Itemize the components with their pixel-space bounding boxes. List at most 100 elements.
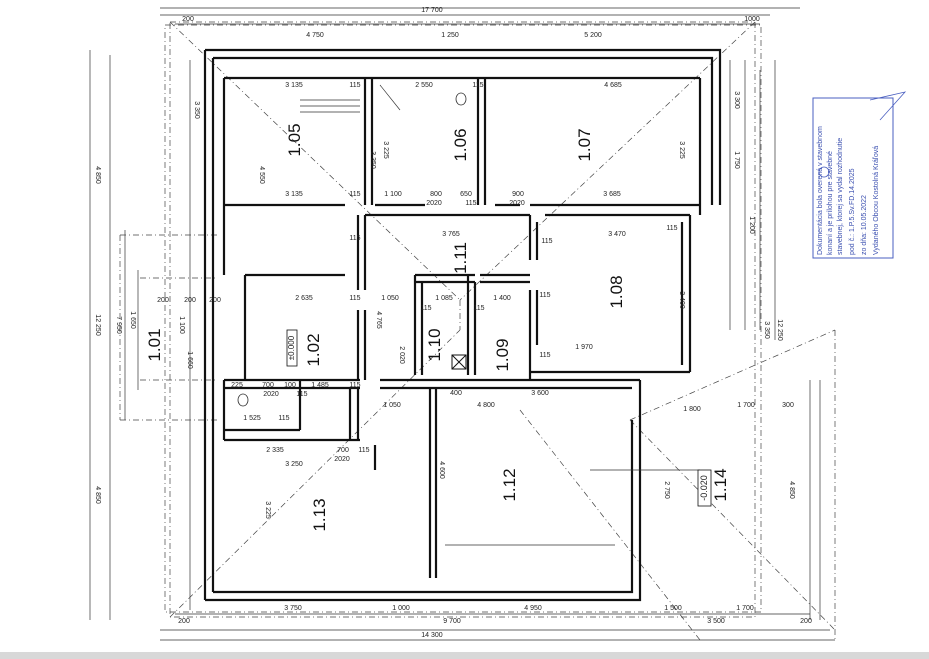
level-markers: ±0.000 -0.020 [286,329,712,507]
dimension-label: 4 765 [375,311,382,329]
dimension-label: 7 950 [115,316,122,334]
dimension-label: 115 [666,225,677,232]
walls [203,48,722,602]
dimension-label: 1 085 [435,295,453,302]
dimension-label: 200 [157,297,169,304]
dimension-label: 14 300 [421,632,443,639]
dimension-label: 4 550 [258,166,265,184]
scan-bottom-strip [0,652,929,659]
dimension-label: 115 [420,305,431,312]
dimension-label: 3 350 [763,321,770,339]
dimension-label: 3 135 [285,82,303,89]
dimension-label: 300 [782,402,794,409]
stamp-line-3: stavebnej, ktorej sa vydal rozhodnutie [837,138,844,255]
dimension-label: 4 685 [604,82,622,89]
dimension-label: 3 470 [608,231,626,238]
level-102: ±0.000 [287,335,296,360]
dimension-label: 650 [460,191,472,198]
stamp-line-2: konaní a je prílohou pre stavebné [827,151,834,255]
room-labels: 1.05 1.06 1.07 1.11 1.08 1.01 1.02 1.10 … [145,123,730,531]
dimension-label: 4 850 [788,481,795,499]
dimension-label: 1 800 [683,406,701,413]
dimension-label: 1 500 [664,605,682,612]
dimension-label: 3 225 [264,501,271,519]
dimension-label: 115 [296,391,307,398]
dimension-label: 700 [337,447,349,454]
dimension-label: 115 [465,200,476,207]
level-114: -0.020 [699,475,709,501]
stamp-line-6: Vydaného Obcou Kostolná Kráľová [873,146,880,255]
dimension-label: 1 700 [736,605,754,612]
dimension-label: 200 [182,16,194,23]
dimension-label: 1 485 [311,382,329,389]
room-label-110: 1.10 [425,328,444,361]
dimension-label: 1 050 [383,402,401,409]
dimensions-horizontal: 17 700 200 1000 4 750 1 250 5 200 3 135 … [157,7,812,639]
dimension-label: 17 700 [421,7,443,14]
dimension-label: 3 225 [678,141,685,159]
dimension-label: 3 750 [284,605,302,612]
dimension-label: 1 660 [186,351,193,369]
room-label-106: 1.06 [451,128,470,161]
stamp-line-4: pod č.: 1.P.5.Sv.FD.14.2025 [849,168,856,255]
dimension-label: 2 550 [415,82,433,89]
dimension-label: 4 950 [524,605,542,612]
dimension-label: 1 525 [243,415,261,422]
dimension-label: 900 [512,191,524,198]
dimension-label: 1 050 [381,295,399,302]
dimension-label: 115 [349,382,360,389]
dimension-label: 115 [473,305,484,312]
dimension-label: 3 400 [678,291,685,309]
dimension-label: 3 250 [285,461,303,468]
dimension-label: 4 750 [306,32,324,39]
dimension-label: 1000 [744,16,760,23]
room-label-109: 1.09 [493,338,512,371]
room-label-114: 1.14 [711,468,730,501]
room-label-112: 1.12 [500,468,519,501]
dimension-label: 800 [430,191,442,198]
room-label-105: 1.05 [285,123,304,156]
dimension-label: 200 [800,618,812,625]
dimension-label: 9 700 [443,618,461,625]
dimension-label: 12 250 [94,314,101,336]
dimension-label: 1 750 [733,151,740,169]
approval-stamp: Dokumentácia bola overená v stavebnom ko… [812,91,907,259]
room-label-107: 1.07 [575,128,594,161]
dimension-label: 1 200 [748,216,755,234]
dimension-label: 200 [178,618,190,625]
dimension-label: 1 100 [384,191,402,198]
room-label-111: 1.11 [451,242,470,274]
dimension-label: 2 020 [398,346,405,364]
dimension-label: 1 970 [575,344,593,351]
dimension-label: 4 600 [438,461,445,479]
dimension-label: 3 600 [531,390,549,397]
dimension-label: 2 750 [663,481,670,499]
dimension-label: 1 100 [178,316,185,334]
dimension-label: 200 [184,297,196,304]
dimension-label: 115 [541,238,552,245]
dimension-label: 100 [284,382,296,389]
roof-outline [119,21,836,641]
dimension-label: 115 [539,352,550,359]
dimension-label: 115 [472,82,483,89]
dimension-label: 1 400 [493,295,511,302]
dimension-label: 225 [231,382,243,389]
dimension-label: 115 [358,447,369,454]
dimension-label: 3 225 [382,141,389,159]
dimension-label: 200 [209,297,221,304]
dimension-label: 1 250 [441,32,459,39]
dimension-label: 4 850 [94,486,101,504]
dimension-label: 115 [278,415,289,422]
dimension-label: 4 850 [94,166,101,184]
stamp-line-5: zo dňa: 10.05.2022 [861,195,868,255]
dimension-label: 4 800 [477,402,495,409]
dimension-label: 1 000 [392,605,410,612]
dimension-label: 3 350 [369,151,376,169]
interior-details [237,84,700,546]
dimension-label: 115 [349,295,360,302]
dimension-label: 1 700 [737,402,755,409]
frame-lines [89,7,835,641]
dimension-label: 2020 [334,456,350,463]
dimension-label: 3 135 [285,191,303,198]
dimension-label: 3 685 [603,191,621,198]
